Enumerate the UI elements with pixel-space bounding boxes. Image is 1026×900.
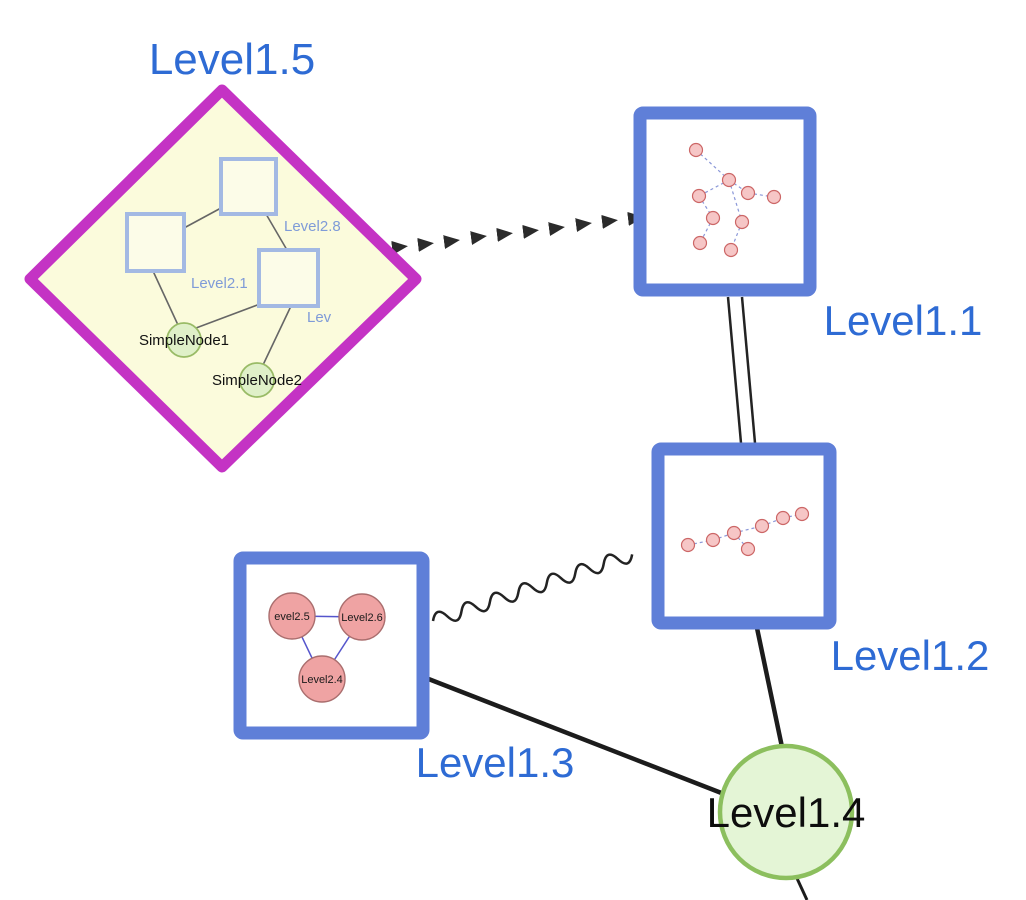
edge-level1-5-to-level1-1 (391, 211, 644, 255)
mini-node (705, 210, 721, 226)
node-level2-8-square[interactable] (219, 157, 278, 216)
mini-node (740, 185, 756, 201)
node-level1-2-frame[interactable] (651, 442, 837, 630)
edge-level1-2-to-level1-4 (754, 627, 785, 748)
node-level1-2-group[interactable] (651, 442, 837, 630)
label-level2-5: evel2.5 (274, 611, 309, 623)
node-level1-5-diamond[interactable] (24, 84, 422, 473)
mini-node (726, 525, 742, 541)
label-level2-1: Level2.1 (191, 275, 248, 292)
label-simplenode1: SimpleNode1 (139, 332, 229, 349)
node-simplenode2-circle[interactable] (239, 362, 275, 398)
edge-level1-3-to-level1-4 (425, 675, 725, 797)
node-level1-3-group[interactable]: evel2.5 Level2.6 Level2.4 (233, 551, 430, 740)
mini-node (691, 188, 707, 204)
edge-level1-3-to-level1-2 (431, 553, 634, 622)
node-level1-3-frame[interactable] (233, 551, 430, 740)
label-level1-1: Level1.1 (824, 297, 983, 344)
mini-node (754, 518, 770, 534)
label-level1-2: Level1.2 (831, 632, 990, 679)
mini-node (692, 235, 708, 251)
mini-node (794, 506, 810, 522)
mini-node (723, 242, 739, 258)
node-level1-4-group[interactable]: Level1.4 (707, 743, 866, 881)
node-simplenode1-circle[interactable] (166, 322, 202, 358)
label-level2-6: Level2.6 (341, 612, 383, 624)
node-level1-4-circle[interactable] (717, 743, 855, 881)
node-level2-4-circle[interactable] (298, 655, 346, 703)
node-level1-1-group[interactable] (633, 106, 817, 297)
label-lev: Lev (307, 309, 332, 326)
node-level2-5-circle[interactable] (268, 592, 316, 640)
label-level1-3: Level1.3 (416, 739, 575, 786)
label-level1-5: Level1.5 (149, 35, 315, 84)
mini-node (721, 172, 737, 188)
mini-node (734, 214, 750, 230)
label-level2-8: Level2.8 (284, 218, 341, 235)
mini-nodes (680, 506, 810, 557)
mini-graph-level1-1 (688, 142, 782, 258)
label-simplenode2: SimpleNode2 (212, 372, 302, 389)
level1-5-inner-edges (152, 207, 292, 366)
mini-nodes (688, 142, 782, 258)
mini-node (775, 510, 791, 526)
mini-node (705, 532, 721, 548)
mini-graph-level1-2 (680, 506, 810, 557)
label-level2-4: Level2.4 (301, 674, 343, 686)
mini-node (766, 189, 782, 205)
edge-level1-1-to-level1-2 (726, 296, 757, 444)
node-level1-1-frame[interactable] (633, 106, 817, 297)
node-level2-1-square[interactable] (125, 212, 186, 273)
node-level1-5-group[interactable]: Level2.8 Level2.1 Lev SimpleNode1 Simple… (24, 84, 422, 473)
mini-node (740, 541, 756, 557)
label-level1-4: Level1.4 (707, 789, 866, 836)
node-lev-square[interactable] (257, 248, 320, 308)
mini-node (680, 537, 696, 553)
mini-node (688, 142, 704, 158)
node-level2-6-circle[interactable] (338, 593, 386, 641)
